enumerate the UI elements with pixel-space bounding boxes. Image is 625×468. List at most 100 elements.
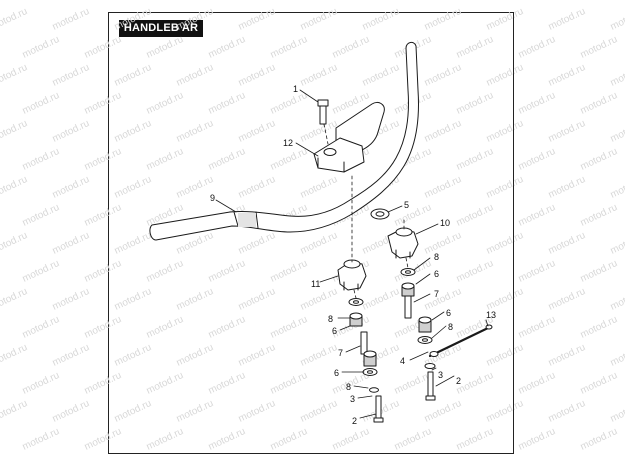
- watermark-text: motod.ru: [299, 286, 339, 313]
- watermark-text: motod.ru: [113, 230, 153, 257]
- watermark-text: motod.ru: [207, 370, 247, 397]
- pivot-shaft: [428, 324, 493, 358]
- handlebar-tube: [149, 41, 419, 241]
- watermark-text: motod.ru: [83, 146, 123, 173]
- watermark-text: motod.ru: [423, 62, 463, 89]
- watermark-text: motod.ru: [423, 118, 463, 145]
- watermark-text: motod.ru: [269, 258, 309, 285]
- watermark-text: motod.ru: [361, 286, 401, 313]
- watermark-text: motod.ru: [21, 258, 61, 285]
- watermark-text: motod.ru: [83, 90, 123, 117]
- right-hardware-stack: [400, 268, 436, 401]
- watermark-text: motod.ru: [579, 146, 619, 173]
- watermark-text: motod.ru: [175, 6, 215, 33]
- watermark-text: motod.ru: [51, 342, 91, 369]
- watermark-text: motod.ru: [237, 342, 277, 369]
- watermark-text: motod.ru: [21, 370, 61, 397]
- watermark-text: motod.ru: [0, 6, 29, 33]
- watermark-text: motod.ru: [0, 286, 29, 313]
- watermark-text: motod.ru: [0, 398, 29, 425]
- watermark-text: motod.ru: [455, 426, 495, 453]
- watermark-text: motod.ru: [207, 426, 247, 453]
- callout-c9: 9: [210, 193, 215, 203]
- watermark-text: motod.ru: [485, 286, 525, 313]
- callout-c12: 12: [283, 138, 293, 148]
- watermark-text: motod.ru: [207, 314, 247, 341]
- watermark-text: motod.ru: [609, 174, 625, 201]
- watermark-text: motod.ru: [0, 174, 29, 201]
- watermark-text: motod.ru: [175, 118, 215, 145]
- callout-c13: 13: [486, 310, 496, 320]
- watermark-text: motod.ru: [609, 6, 625, 33]
- watermark-text: motod.ru: [485, 118, 525, 145]
- watermark-text: motod.ru: [299, 174, 339, 201]
- watermark-text: motod.ru: [579, 34, 619, 61]
- watermark-text: motod.ru: [331, 426, 371, 453]
- watermark-text: motod.ru: [423, 398, 463, 425]
- callout-c7b: 7: [338, 348, 343, 358]
- watermark-text: motod.ru: [83, 426, 123, 453]
- watermark-text: motod.ru: [237, 286, 277, 313]
- watermark-text: motod.ru: [83, 370, 123, 397]
- watermark-text: motod.ru: [175, 398, 215, 425]
- watermark-text: motod.ru: [517, 258, 557, 285]
- watermark-text: motod.ru: [517, 202, 557, 229]
- watermark-text: motod.ru: [21, 202, 61, 229]
- watermark-text: motod.ru: [51, 6, 91, 33]
- watermark-text: motod.ru: [237, 62, 277, 89]
- watermark-text: motod.ru: [547, 62, 587, 89]
- watermark-text: motod.ru: [237, 6, 277, 33]
- watermark-text: motod.ru: [393, 426, 433, 453]
- watermark-text: motod.ru: [113, 62, 153, 89]
- watermark-text: motod.ru: [609, 398, 625, 425]
- left-riser: [337, 259, 367, 291]
- callout-c6d: 6: [334, 368, 339, 378]
- assembly-centerlines: [323, 123, 409, 299]
- watermark-text: motod.ru: [485, 6, 525, 33]
- watermark-text: motod.ru: [299, 230, 339, 257]
- watermark-text: motod.ru: [269, 370, 309, 397]
- watermark-text: motod.ru: [609, 230, 625, 257]
- watermark-text: motod.ru: [299, 342, 339, 369]
- watermark-text: motod.ru: [547, 118, 587, 145]
- watermark-text: motod.ru: [485, 398, 525, 425]
- watermark-text: motod.ru: [455, 34, 495, 61]
- watermark-text: motod.ru: [485, 230, 525, 257]
- watermark-text: motod.ru: [51, 286, 91, 313]
- watermark-text: motod.ru: [21, 426, 61, 453]
- watermark-text: motod.ru: [175, 286, 215, 313]
- watermark-text: motod.ru: [579, 314, 619, 341]
- callout-c6c: 6: [332, 326, 337, 336]
- upper-clamp-cap: [313, 101, 385, 173]
- callout-c8a: 8: [434, 252, 439, 262]
- watermark-text: motod.ru: [237, 398, 277, 425]
- watermark-text: motod.ru: [423, 6, 463, 33]
- watermark-text: motod.ru: [423, 230, 463, 257]
- watermark-text: motod.ru: [237, 174, 277, 201]
- watermark-text: motod.ru: [113, 174, 153, 201]
- callout-c6a: 6: [434, 269, 439, 279]
- callout-c3a: 3: [438, 370, 443, 380]
- callout-c6b: 6: [446, 308, 451, 318]
- watermark-text: motod.ru: [175, 342, 215, 369]
- top-screw: [317, 99, 329, 125]
- watermark-text: motod.ru: [113, 286, 153, 313]
- watermark-text: motod.ru: [145, 146, 185, 173]
- handlebar-knurl-mark: [233, 211, 259, 229]
- watermark-text: motod.ru: [517, 90, 557, 117]
- watermark-text: motod.ru: [21, 90, 61, 117]
- watermark-text: motod.ru: [207, 90, 247, 117]
- handlebar-knurl-band: [238, 213, 256, 227]
- watermark-text: motod.ru: [547, 286, 587, 313]
- watermark-text: motod.ru: [299, 118, 339, 145]
- watermark-text: motod.ru: [609, 342, 625, 369]
- watermark-text: motod.ru: [609, 286, 625, 313]
- watermark-text: motod.ru: [83, 34, 123, 61]
- watermark-text: motod.ru: [547, 174, 587, 201]
- watermark-text: motod.ru: [51, 62, 91, 89]
- callout-c8b: 8: [448, 322, 453, 332]
- watermark-text: motod.ru: [51, 398, 91, 425]
- watermark-text: motod.ru: [0, 230, 29, 257]
- callout-c10: 10: [440, 218, 450, 228]
- watermark-text: motod.ru: [83, 202, 123, 229]
